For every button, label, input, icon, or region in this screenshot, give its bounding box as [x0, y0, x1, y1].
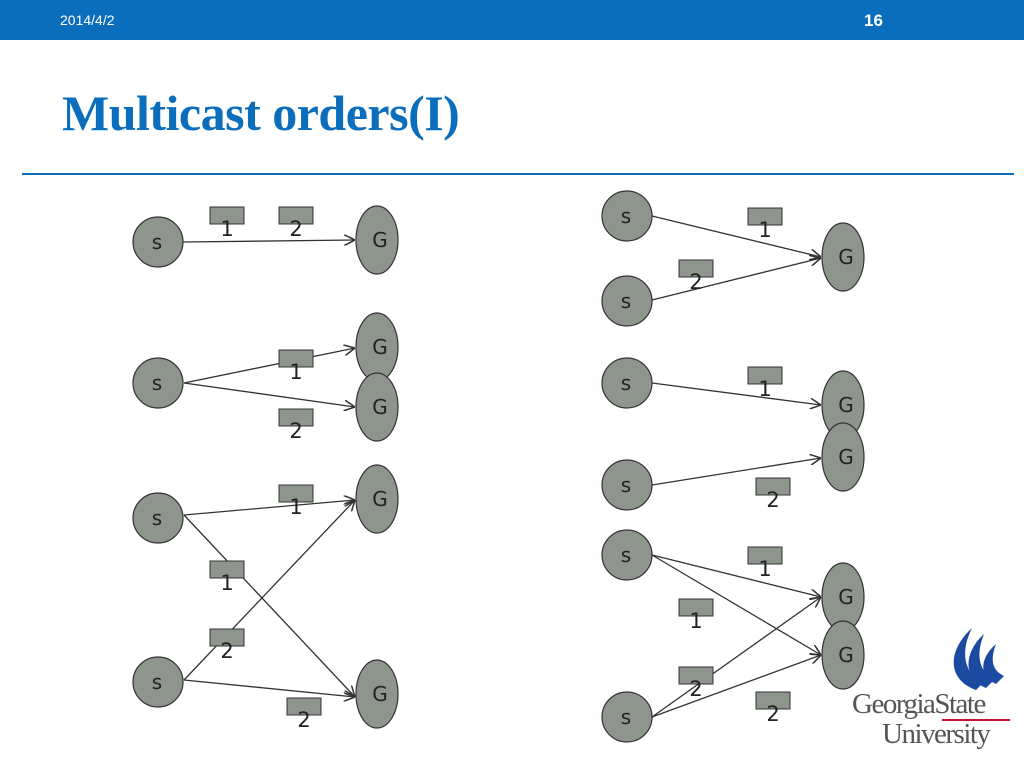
- message-box: [278, 484, 314, 503]
- group-node: [355, 205, 399, 275]
- source-node-label: s: [621, 371, 631, 395]
- arrow-edge: [651, 554, 821, 597]
- title-divider: [22, 173, 1014, 175]
- message-box: [678, 598, 714, 617]
- slide-date: 2014/4/2: [60, 12, 115, 28]
- message-box: [755, 477, 791, 496]
- university-logo: GeorgiaState University: [846, 622, 1016, 762]
- source-node: [601, 275, 653, 327]
- message-box: [209, 206, 245, 225]
- logo-text-georgia-state: GeorgiaState: [852, 688, 986, 720]
- arrow-edge: [651, 554, 821, 655]
- header-bar: 2014/4/2 16: [0, 0, 1024, 40]
- arrow-edge: [183, 500, 355, 516]
- message-label: 2: [766, 488, 779, 512]
- message-box: [286, 697, 322, 716]
- message-label: 1: [758, 377, 771, 401]
- message-box: [278, 349, 314, 368]
- arrow-edge: [183, 500, 355, 681]
- message-box: [209, 560, 245, 579]
- message-box: [747, 366, 783, 385]
- source-node-label: s: [152, 371, 162, 395]
- group-node-label: G: [838, 445, 854, 469]
- message-label: 2: [289, 217, 302, 241]
- group-node: [821, 222, 865, 292]
- group-node-label: G: [372, 228, 388, 252]
- group-node: [355, 464, 399, 534]
- message-label: 1: [220, 571, 233, 595]
- source-node: [132, 656, 184, 708]
- message-box: [678, 259, 714, 278]
- arrow-edge: [651, 458, 821, 486]
- group-node: [821, 620, 865, 690]
- group-node-label: G: [372, 487, 388, 511]
- logo-text-university: University: [882, 718, 991, 750]
- message-label: 2: [289, 419, 302, 443]
- arrow-edge: [183, 679, 355, 697]
- arrow-edge: [651, 655, 821, 718]
- source-node: [132, 216, 184, 268]
- source-node-label: s: [152, 506, 162, 530]
- message-label: 1: [758, 557, 771, 581]
- arrow-edge: [183, 514, 355, 697]
- arrow-edge: [182, 240, 355, 242]
- group-node: [355, 659, 399, 729]
- source-node: [601, 459, 653, 511]
- flame-icon: [953, 628, 1004, 690]
- group-node-label: G: [838, 245, 854, 269]
- arrow-edge: [651, 382, 821, 405]
- arrow-edge: [183, 348, 355, 384]
- logo-red-line: [942, 719, 1010, 721]
- message-label: 2: [220, 639, 233, 663]
- group-node-label: G: [838, 393, 854, 417]
- group-node-label: G: [838, 585, 854, 609]
- source-node-label: s: [621, 204, 631, 228]
- source-node-label: s: [621, 473, 631, 497]
- arrow-edge: [651, 215, 821, 257]
- message-label: 2: [689, 677, 702, 701]
- group-node: [355, 372, 399, 442]
- message-label: 1: [220, 217, 233, 241]
- source-node: [132, 492, 184, 544]
- slide-title: Multicast orders(I): [62, 85, 460, 141]
- source-node-label: s: [621, 543, 631, 567]
- arrow-edge: [651, 258, 821, 301]
- arrow-edge: [651, 597, 821, 718]
- source-node-label: s: [152, 230, 162, 254]
- group-node: [821, 422, 865, 492]
- group-node-label: G: [372, 682, 388, 706]
- message-label: 1: [758, 218, 771, 242]
- page-number: 16: [864, 11, 883, 30]
- source-node: [132, 357, 184, 409]
- source-node: [601, 529, 653, 581]
- message-label: 2: [766, 702, 779, 726]
- group-node-label: G: [372, 335, 388, 359]
- message-label: 1: [689, 609, 702, 633]
- message-box: [747, 546, 783, 565]
- source-node-label: s: [621, 705, 631, 729]
- message-box: [678, 666, 714, 685]
- message-label: 2: [297, 708, 310, 732]
- source-node: [601, 691, 653, 743]
- message-box: [278, 408, 314, 427]
- message-label: 2: [689, 270, 702, 294]
- message-label: 1: [289, 495, 302, 519]
- message-box: [747, 207, 783, 226]
- group-node-label: G: [838, 643, 854, 667]
- source-node: [601, 357, 653, 409]
- source-node: [601, 190, 653, 242]
- group-node-label: G: [372, 395, 388, 419]
- message-label: 1: [289, 360, 302, 384]
- message-box: [278, 206, 314, 225]
- source-node-label: s: [621, 289, 631, 313]
- message-box: [755, 691, 791, 710]
- arrow-edge: [183, 382, 355, 407]
- message-box: [209, 628, 245, 647]
- source-node-label: s: [152, 670, 162, 694]
